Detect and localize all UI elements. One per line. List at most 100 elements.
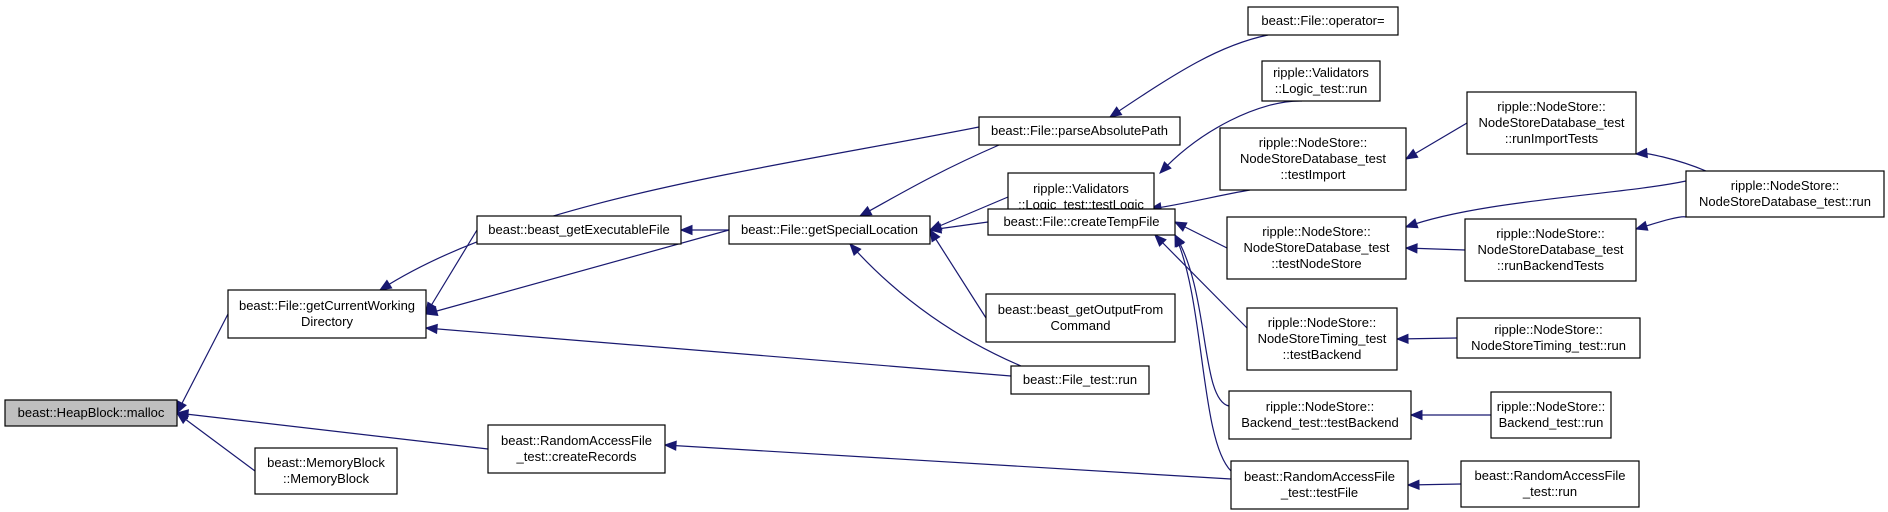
graph-node[interactable]: ripple::NodeStore::NodeStoreTiming_test:… [1456, 317, 1641, 359]
node-box [1261, 60, 1381, 102]
edge-n8-to-n3 [663, 440, 1232, 480]
edge-n12-to-n5 [929, 228, 987, 319]
edge-arrowhead [175, 409, 190, 420]
graph-node-root[interactable]: beast::HeapBlock::malloc [4, 399, 178, 427]
edge-arrowhead [1159, 161, 1172, 174]
edge-arrowhead [929, 228, 941, 243]
node-label: ripple::Validators [1273, 65, 1369, 80]
node-label: beast::MemoryBlock [267, 455, 385, 470]
node-box [4, 399, 178, 427]
edge-n7-to-n5 [849, 243, 1022, 367]
graph-node[interactable]: ripple::NodeStore::NodeStoreDatabase_tes… [1219, 127, 1407, 191]
edge-line [1149, 189, 1251, 210]
node-label: ripple::NodeStore:: [1262, 224, 1370, 239]
node-box [476, 215, 682, 245]
node-label: ripple::Validators [1033, 181, 1129, 196]
edge-arrowhead [928, 223, 943, 234]
edge-line [849, 243, 1022, 367]
node-label: Backend_test::testBackend [1241, 415, 1399, 430]
edge-n23-to-n18 [1634, 147, 1707, 172]
edge-arrowhead [1404, 243, 1418, 254]
graph-node[interactable]: beast::File::parseAbsolutePath [978, 116, 1181, 146]
node-box [985, 293, 1176, 343]
graph-node[interactable]: beast::File::getSpecialLocation [728, 215, 931, 245]
node-box [1466, 91, 1637, 155]
node-box [1246, 307, 1398, 371]
node-label: beast::File::operator= [1261, 13, 1384, 28]
node-label: NodeStoreDatabase_test [1479, 115, 1625, 130]
graph-node[interactable]: ripple::NodeStore::NodeStoreTiming_test:… [1246, 307, 1398, 371]
node-label: beast::beast_getOutputFrom [998, 302, 1163, 317]
node-label: Command [1051, 318, 1111, 333]
node-label: _test::testFile [1280, 485, 1358, 500]
edge-arrowhead [1634, 220, 1649, 231]
graph-node[interactable]: beast::beast_getExecutableFile [476, 215, 682, 245]
node-box [1219, 127, 1407, 191]
edge-n18-to-n14 [1404, 122, 1468, 160]
edge-n16-to-n11 [1154, 234, 1248, 329]
edge-line [1159, 100, 1303, 174]
node-box [227, 289, 427, 339]
edge-line [664, 444, 1232, 480]
graph-node[interactable]: ripple::NodeStore::NodeStoreDatabase_tes… [1466, 91, 1637, 155]
node-label: ::Logic_test::run [1275, 81, 1368, 96]
edge-arrowhead [1409, 409, 1423, 421]
graph-node[interactable]: beast::RandomAccessFile_test::testFile [1230, 460, 1409, 510]
edge-line [176, 412, 256, 472]
edge-arrowhead [858, 205, 873, 217]
node-label: ripple::NodeStore:: [1497, 399, 1605, 414]
node-label: beast::File::parseAbsolutePath [991, 123, 1168, 138]
graph-node[interactable]: ripple::NodeStore::NodeStoreDatabase_tes… [1464, 218, 1637, 282]
edge-line [929, 229, 987, 319]
node-label: ripple::NodeStore:: [1496, 226, 1604, 241]
graph-node[interactable]: ripple::NodeStore::Backend_test::run [1490, 391, 1612, 439]
node-box [1456, 317, 1641, 359]
node-label: beast::File_test::run [1023, 372, 1137, 387]
edge-arrowhead [1108, 106, 1123, 118]
node-label: ::runBackendTests [1497, 258, 1604, 273]
edge-arrowhead [1406, 479, 1420, 491]
edge-line [379, 126, 980, 291]
edge-n6-to-n1 [378, 126, 980, 291]
graph-node[interactable]: beast::File::createTempFile [987, 208, 1176, 236]
node-label: NodeStoreTiming_test::run [1471, 338, 1626, 353]
graph-node[interactable]: ripple::NodeStore::Backend_test::testBac… [1228, 390, 1412, 440]
edge-arrowhead [679, 224, 693, 236]
graph-node[interactable]: beast::File_test::run [1010, 365, 1150, 395]
edge-n5-to-n4 [679, 224, 729, 236]
node-label: ripple::NodeStore:: [1494, 322, 1602, 337]
edge-arrowhead [424, 323, 438, 335]
graph-node[interactable]: ripple::NodeStore::NodeStoreDatabase_tes… [1226, 216, 1407, 280]
node-label: ::Logic_test::testLogic [1018, 197, 1144, 212]
edge-arrowhead [1395, 333, 1409, 345]
graph-node[interactable]: ripple::NodeStore::NodeStoreDatabase_tes… [1685, 170, 1885, 218]
node-box [1230, 460, 1409, 510]
node-label: NodeStoreDatabase_test::run [1699, 194, 1871, 209]
graph-node[interactable]: beast::RandomAccessFile_test::createReco… [487, 424, 666, 474]
graph-node[interactable]: beast::File::operator= [1247, 6, 1399, 36]
edge-n2-to-n0 [175, 412, 256, 472]
graph-node[interactable]: beast::MemoryBlock::MemoryBlock [254, 447, 398, 495]
edge-n19-to-n15 [1404, 243, 1466, 254]
edges-layer [175, 34, 1707, 491]
node-box [1228, 390, 1412, 440]
graph-node[interactable]: beast::RandomAccessFile_test::run [1460, 460, 1640, 508]
edge-n3-to-n0 [175, 409, 489, 450]
edge-line [1154, 234, 1248, 329]
node-label: ripple::NodeStore:: [1731, 178, 1839, 193]
node-label: beast::File::createTempFile [1003, 214, 1159, 229]
node-label: beast::HeapBlock::malloc [18, 405, 165, 420]
graph-node[interactable]: ripple::Validators::Logic_test::run [1261, 60, 1381, 102]
node-label: beast::RandomAccessFile [501, 433, 652, 448]
edge-line [859, 144, 1000, 217]
node-label: NodeStoreDatabase_test [1240, 151, 1386, 166]
edge-line [1174, 234, 1232, 472]
node-box [1226, 216, 1407, 280]
node-label: Backend_test::run [1499, 415, 1604, 430]
node-box [728, 215, 931, 245]
edge-line [1405, 180, 1687, 228]
node-label: beast::beast_getExecutableFile [488, 222, 669, 237]
edge-line [425, 229, 478, 315]
